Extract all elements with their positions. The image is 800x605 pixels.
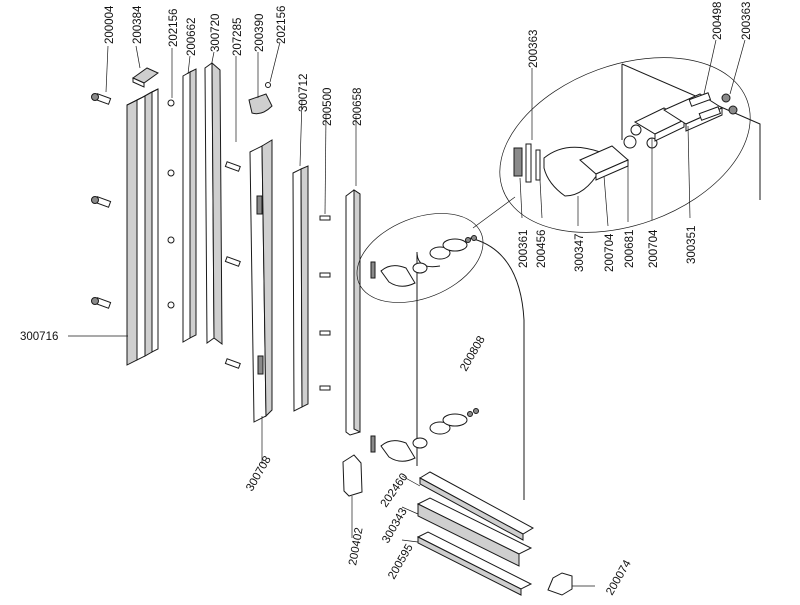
plug-202156-top (265, 82, 271, 88)
label-200363-b: 200363 (741, 2, 753, 40)
sweep-300343 (416, 497, 533, 567)
seal-200595 (416, 531, 533, 596)
profile-200658 (345, 189, 361, 436)
label-200004: 200004 (104, 5, 116, 44)
label-202460: 202460 (379, 471, 411, 509)
label-202156-b: 202156 (276, 6, 288, 44)
cap-200390 (248, 93, 273, 115)
screw-bottom (91, 297, 112, 309)
end-cap-200074 (547, 572, 573, 596)
label-200595: 200595 (386, 542, 416, 581)
seal-202460 (418, 471, 535, 541)
label-200384: 200384 (132, 5, 144, 44)
hinge-assembly-lower (370, 408, 479, 462)
label-300716: 300716 (20, 331, 58, 343)
profile-300708 (249, 139, 273, 423)
label-200361: 200361 (518, 230, 530, 268)
profile-300716 (126, 88, 159, 366)
profile-200662 (182, 68, 197, 343)
screw-200004-set (91, 93, 112, 309)
label-300708: 300708 (244, 454, 274, 493)
profile-300712 (292, 165, 309, 412)
label-300343: 300343 (380, 506, 410, 545)
label-202156-a: 202156 (168, 9, 180, 47)
label-200658: 200658 (352, 88, 364, 126)
label-200500: 200500 (322, 88, 334, 126)
hinge-assembly-upper (370, 235, 477, 287)
label-200681: 200681 (624, 230, 636, 268)
leader-lines (68, 39, 746, 587)
label-300347: 300347 (574, 234, 586, 272)
label-300712: 300712 (298, 74, 310, 112)
label-200074: 200074 (604, 558, 634, 598)
label-200808: 200808 (458, 334, 488, 373)
screw-207285-set (224, 161, 241, 369)
end-cap-200384 (132, 67, 159, 88)
label-300720: 300720 (210, 14, 222, 52)
label-200498: 200498 (712, 2, 724, 40)
hinge-detail-enlarged (513, 63, 761, 200)
plug-202156-set (167, 99, 175, 309)
nut-200363 (721, 93, 738, 115)
label-200456: 200456 (536, 230, 548, 268)
screw-middle (91, 196, 112, 208)
label-200662: 200662 (186, 18, 198, 56)
detail-callouts (356, 57, 751, 303)
bolt-200498 (688, 92, 722, 121)
cap-200402 (342, 454, 363, 497)
screw-200500-set (319, 215, 331, 391)
screw-top (91, 93, 112, 105)
label-200704-b: 200704 (648, 229, 660, 268)
label-200402: 200402 (347, 527, 365, 567)
profile-300720 (204, 61, 223, 346)
label-200390: 200390 (254, 14, 266, 52)
label-207285: 207285 (232, 18, 244, 56)
label-200363-a: 200363 (528, 30, 540, 68)
label-200704-a: 200704 (604, 233, 616, 272)
label-300351: 300351 (686, 226, 698, 264)
